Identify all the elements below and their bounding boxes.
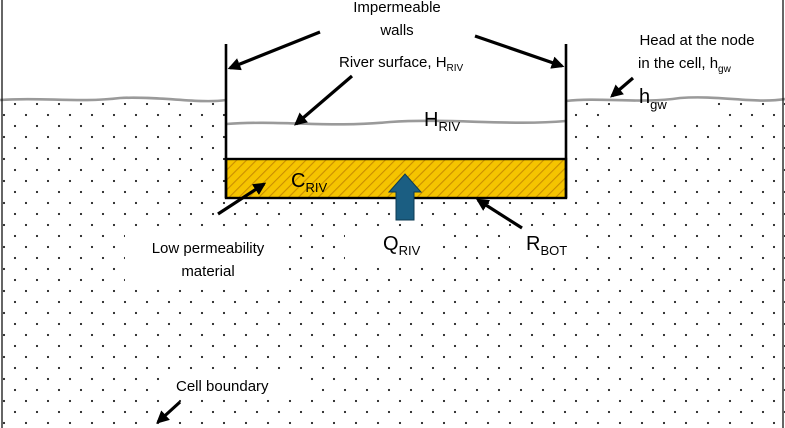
low-perm-label-line1: Low permeability — [152, 240, 265, 257]
hgw-label: hgw — [639, 86, 667, 112]
up-arrow-icon — [387, 173, 423, 221]
rbot-label: RBOT — [526, 233, 567, 258]
soil-right — [566, 97, 785, 428]
head-label-line1: Head at the node — [639, 32, 754, 49]
river-surface-label: River surface, HRIV — [339, 54, 464, 74]
labels: Impermeable walls River surface, HRIV He… — [152, 0, 755, 395]
aquifer-soil — [0, 84, 785, 428]
walls-arrow-right — [474, 34, 565, 69]
criv-label: CRIV — [291, 170, 327, 195]
qriv-label: QRIV — [383, 233, 421, 258]
rbot-arrow — [475, 198, 523, 230]
head-label-line2: in the cell, hgw — [638, 55, 732, 75]
river-surface-arrow — [294, 74, 354, 126]
soil-left — [0, 97, 226, 428]
walls-label-line2: walls — [379, 22, 413, 39]
walls-label-line1: Impermeable — [353, 0, 441, 16]
cell-boundary-label: Cell boundary — [176, 378, 269, 395]
hriv-label: HRIV — [424, 109, 460, 134]
cell-boundary-arrow — [156, 400, 182, 424]
walls-arrow-left — [227, 30, 321, 71]
low-perm-arrow — [217, 182, 267, 216]
pointer-arrows — [156, 30, 635, 424]
groundwater-head-line — [0, 96, 785, 103]
river-surface-line — [225, 119, 567, 126]
hgw-arrow — [610, 76, 635, 98]
low-perm-label-line2: material — [181, 263, 234, 280]
impermeable-walls — [224, 44, 568, 198]
